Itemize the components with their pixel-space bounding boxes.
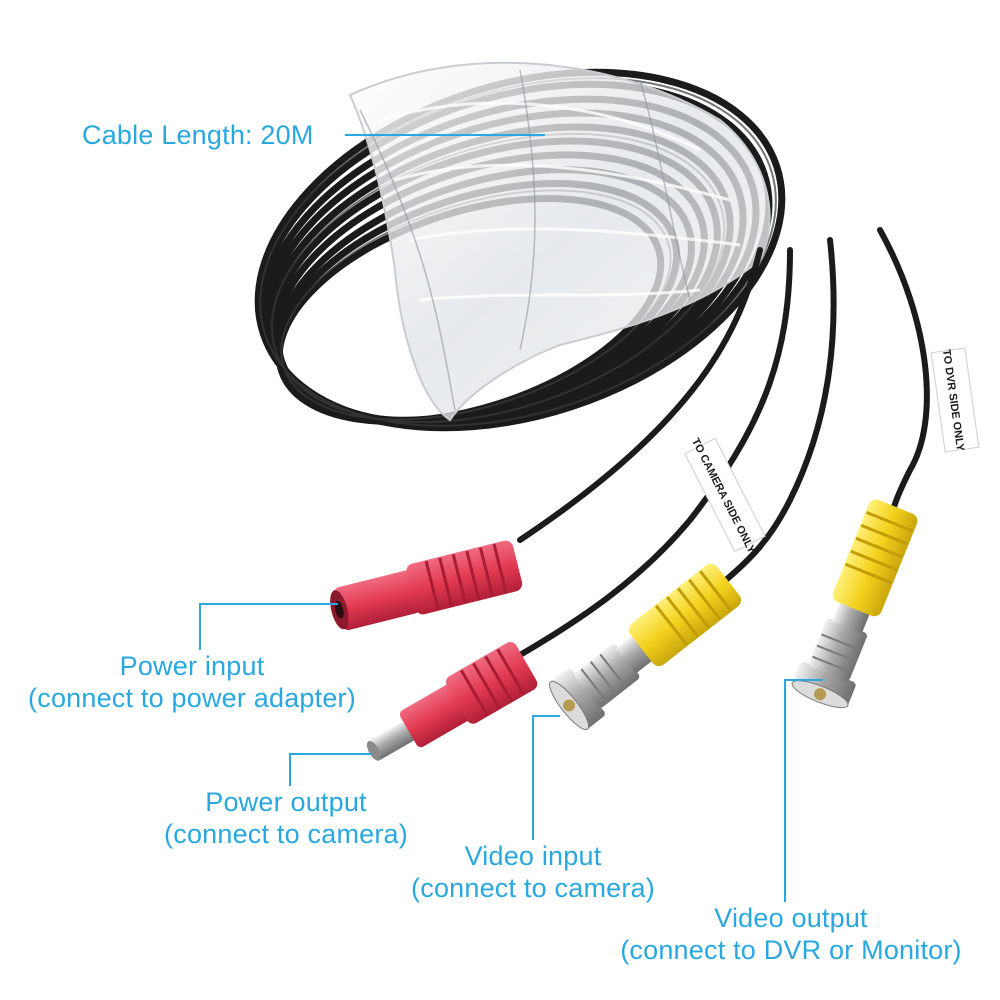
- power-output-title: Power output: [205, 787, 367, 817]
- power-output-label: Power output (connect to camera): [148, 786, 424, 850]
- video-input-label: Video input (connect to camera): [395, 840, 671, 904]
- power-input-connector: [330, 540, 523, 630]
- annotation-lines: [199, 134, 823, 902]
- video-input-detail: (connect to camera): [411, 873, 655, 903]
- power-input-label: Power input (connect to power adapter): [8, 650, 376, 714]
- video-output-title: Video output: [714, 903, 868, 933]
- video-output-label: Video output (connect to DVR or Monitor): [598, 902, 984, 966]
- power-output-detail: (connect to camera): [164, 819, 408, 849]
- video-output-detail: (connect to DVR or Monitor): [620, 935, 962, 965]
- camera-side-tag: TO CAMERA SIDE ONLY: [684, 436, 766, 556]
- video-input-title: Video input: [464, 841, 602, 871]
- power-input-detail: (connect to power adapter): [28, 683, 356, 713]
- video-output-connector: [791, 499, 918, 709]
- cable-length-label: Cable Length: 20M: [82, 119, 314, 151]
- cable-length-text: Cable Length: 20M: [82, 120, 314, 150]
- plastic-wrap: [348, 61, 771, 422]
- power-output-connector: [366, 642, 538, 761]
- video-input-connector: [549, 563, 742, 731]
- dvr-side-tag: TO DVR SIDE ONLY: [930, 347, 980, 453]
- power-input-title: Power input: [119, 651, 265, 681]
